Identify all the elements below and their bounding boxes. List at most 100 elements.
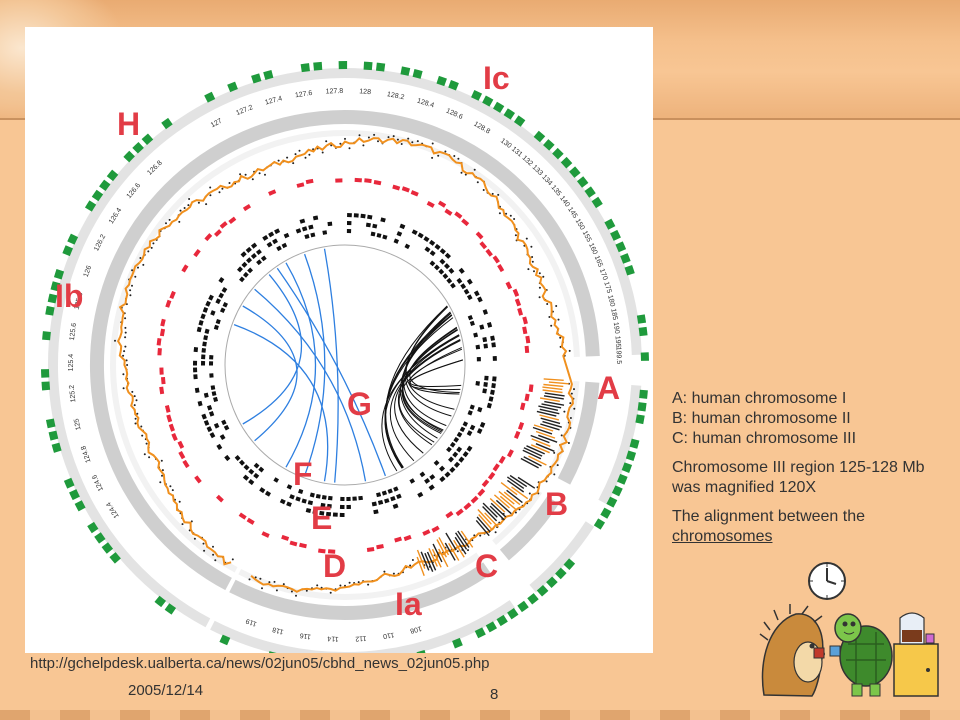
gene-track-segment <box>543 139 555 151</box>
black-tile <box>423 236 430 243</box>
tick-label: 128.4 <box>416 98 435 110</box>
black-tile <box>206 426 213 433</box>
region-label-d: D <box>323 548 346 584</box>
black-tile <box>248 479 255 486</box>
gene-track-segment <box>99 179 111 192</box>
scatter-point <box>473 534 476 537</box>
density-bar <box>543 395 564 400</box>
gene-track-segment <box>617 473 628 485</box>
black-tile <box>446 277 453 284</box>
tick-label: 140 <box>558 195 571 209</box>
scatter-point <box>548 316 551 318</box>
clock-icon <box>806 560 848 607</box>
red-track-segment <box>481 479 490 488</box>
density-bar <box>438 548 449 568</box>
tick-label: 126 <box>83 265 94 278</box>
tick-label: 116 <box>299 631 311 640</box>
density-bar <box>457 530 470 548</box>
scatter-point <box>411 141 414 144</box>
red-track-segment <box>479 241 488 250</box>
black-tile <box>459 426 466 433</box>
scatter-point <box>134 417 137 420</box>
black-tile <box>491 383 496 389</box>
scatter-point <box>294 153 297 156</box>
gene-track-segment <box>41 381 51 391</box>
black-link <box>389 339 461 462</box>
density-bar <box>495 499 512 515</box>
black-tile <box>246 257 253 264</box>
red-track-segment <box>475 231 484 240</box>
tick-label: 124.6 <box>91 473 105 492</box>
black-tile <box>312 215 319 221</box>
scatter-point <box>203 549 206 552</box>
scatter-point <box>124 317 127 320</box>
red-track-segment <box>522 316 528 325</box>
black-tile <box>462 451 469 458</box>
scatter-point <box>178 500 181 503</box>
tick-label: 180 <box>606 294 616 307</box>
black-tile <box>216 443 223 450</box>
black-tile <box>404 243 411 250</box>
black-tile <box>218 292 225 299</box>
red-track-segment <box>506 449 514 458</box>
tick-label: 110 <box>382 631 394 640</box>
black-tile <box>307 500 314 506</box>
gene-track-segment <box>639 389 648 399</box>
tick-label: 199.5 <box>614 347 622 365</box>
scatter-point <box>122 354 125 357</box>
scatter-point <box>514 234 517 237</box>
black-link <box>409 326 460 393</box>
tick-label: 126.8 <box>146 160 164 177</box>
density-bar <box>542 386 563 391</box>
density-bar <box>489 505 505 521</box>
scatter-point <box>411 559 414 561</box>
caption-alignment: The alignment between the chromosomes <box>672 507 942 547</box>
scatter-point <box>339 584 342 587</box>
scatter-point <box>218 191 221 194</box>
density-bar <box>477 509 492 525</box>
scatter-point <box>513 218 516 220</box>
region-label-ic: Ic <box>483 60 510 96</box>
tick-label: 150 <box>574 218 586 232</box>
scatter-point <box>290 590 293 593</box>
density-bar <box>538 434 558 443</box>
black-tile <box>439 476 446 483</box>
red-track-segment <box>498 455 506 464</box>
tick-label: 128 <box>359 88 371 96</box>
red-track-segment <box>261 531 270 538</box>
scatter-point <box>531 256 534 258</box>
black-tile <box>449 441 456 448</box>
black-tile <box>319 510 325 516</box>
scatter-point <box>231 558 234 561</box>
black-tile <box>238 459 245 466</box>
black-tile <box>247 267 253 274</box>
tick-label: 124.8 <box>80 445 92 464</box>
black-tile <box>299 218 306 224</box>
black-tile <box>466 430 473 437</box>
black-tile <box>301 498 307 504</box>
scatter-point <box>114 339 116 342</box>
scatter-point <box>460 171 463 174</box>
scatter-point <box>124 336 127 339</box>
red-track-segment <box>497 264 505 273</box>
scatter-point <box>187 204 190 207</box>
chromosomes-link[interactable]: chromosomes <box>672 528 773 545</box>
red-track-segment <box>431 525 440 533</box>
scatter-point <box>348 581 351 584</box>
black-tile <box>477 406 483 413</box>
red-track-segment <box>514 298 522 307</box>
gene-track-segment <box>591 196 603 209</box>
tick-label: 127.2 <box>235 104 254 117</box>
black-tile <box>463 288 470 295</box>
scatter-point <box>550 324 553 327</box>
gene-track-segment <box>620 253 631 264</box>
scatter-point <box>367 583 370 586</box>
tick-label: 134 <box>540 174 553 187</box>
black-tile <box>234 455 241 461</box>
scatter-point <box>491 192 494 195</box>
source-url: http://gchelpdesk.ualberta.ca/news/02jun… <box>30 655 490 672</box>
black-tile <box>203 419 210 426</box>
gene-track-segment <box>436 75 447 87</box>
density-bar <box>539 397 560 402</box>
black-tile <box>446 446 452 453</box>
